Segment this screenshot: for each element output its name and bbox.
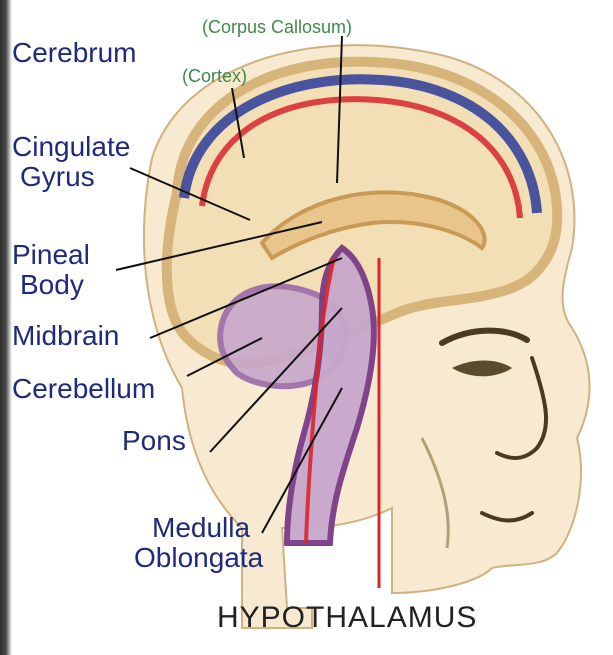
label-cingulate-gyrus-1: Cingulate (12, 132, 130, 162)
label-cingulate-gyrus-2: Gyrus (20, 162, 95, 192)
label-medulla-1: Medulla (152, 513, 250, 543)
label-medulla-2: Oblongata (134, 543, 263, 573)
label-cerebrum: Cerebrum (12, 38, 136, 68)
label-cortex: (Cortex) (182, 66, 247, 86)
label-cerebellum: Cerebellum (12, 374, 155, 404)
label-corpus-callosum: (Corpus Callosum) (202, 17, 352, 37)
label-pineal-body-1: Pineal (12, 240, 90, 270)
diagram-canvas: (Corpus Callosum) (Cortex) Cerebrum Cing… (12, 8, 613, 655)
label-pineal-body-2: Body (20, 270, 84, 300)
label-hypothalamus: HYPOTHALAMUS (217, 603, 477, 633)
label-midbrain: Midbrain (12, 321, 119, 351)
label-pons: Pons (122, 426, 186, 456)
